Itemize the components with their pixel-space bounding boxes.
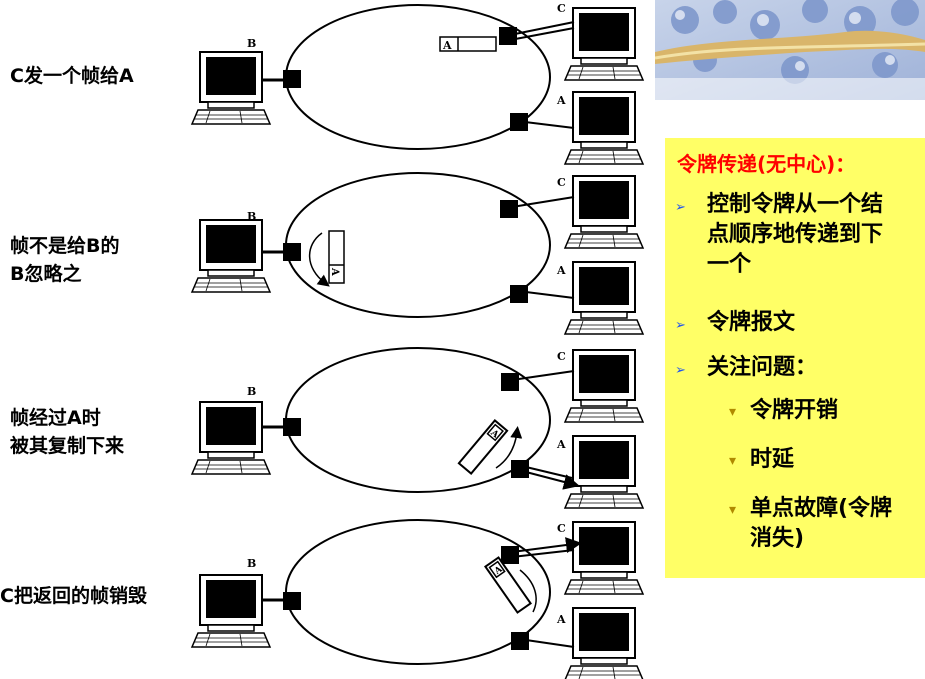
station-c: C <box>501 349 644 423</box>
station-c: C <box>500 175 644 249</box>
station-b-label: B <box>247 210 256 223</box>
bullet-item: 关注问题： <box>707 353 817 383</box>
station-a: A <box>511 607 644 679</box>
arrow-bullet-icon: ➢ <box>675 200 686 215</box>
caption-line: 帧不是给B的 <box>10 235 120 257</box>
caption-line: 帧经过A时 <box>10 407 101 429</box>
notes-panel: 令牌传递(无中心)： ➢ 控制令牌从一个结 点顺序地传递到下 一个 ➢ 令牌报文… <box>665 138 925 578</box>
station-c-label: C <box>557 176 566 189</box>
station-b: B <box>191 385 301 475</box>
station-a-label: A <box>556 438 566 451</box>
station-a-label: A <box>556 264 566 277</box>
station-a: A <box>510 261 644 335</box>
sub-line: 时延 <box>750 447 795 472</box>
bullet-line: 关注问题： <box>707 355 818 380</box>
bullet-line: 令牌报文 <box>707 310 796 335</box>
station-a: A <box>511 435 644 509</box>
frame: A <box>328 230 345 284</box>
stage-2-diagram: B C A A <box>191 172 644 335</box>
sub-item: 单点故障(令牌 消失) <box>750 494 892 554</box>
station-c: C <box>499 2 644 81</box>
frame: A <box>483 556 533 614</box>
stage-1-diagram: B C A A <box>191 2 644 165</box>
sub-line: 令牌开销 <box>750 398 839 423</box>
direction-arrow <box>495 426 523 469</box>
sub-bullet-icon: ▾ <box>729 453 737 469</box>
token-ring-diagram: B C A A B <box>191 2 644 679</box>
station-b: B <box>191 210 301 293</box>
caption-line: 被其复制下来 <box>10 435 125 457</box>
sub-item: 令牌开销 <box>750 396 838 426</box>
bullet-item: 控制令牌从一个结 点顺序地传递到下 一个 <box>707 190 883 280</box>
station-b: B <box>191 557 301 648</box>
frame-label: A <box>442 39 452 52</box>
frame: A <box>439 36 497 52</box>
station-c-label: C <box>557 522 566 535</box>
sub-line: 单点故障(令牌 <box>750 496 893 521</box>
frame: A <box>457 418 509 476</box>
direction-arrow <box>519 569 537 613</box>
arrow-bullet-icon: ➢ <box>675 363 686 378</box>
stage-3-diagram: B C A A <box>191 347 644 509</box>
caption-line: B忽略之 <box>10 263 82 285</box>
sub-item: 时延 <box>750 445 794 475</box>
station-b: B <box>191 37 301 125</box>
bullet-line: 一个 <box>707 252 752 277</box>
station-a: A <box>510 91 644 165</box>
bullet-line: 点顺序地传递到下 <box>707 222 884 247</box>
stage-2-caption: 帧不是给B的 B忽略之 <box>10 232 119 288</box>
station-b-label: B <box>247 385 256 398</box>
frame-label: A <box>329 267 340 276</box>
arrow-bullet-icon: ➢ <box>675 318 686 333</box>
station-a-label: A <box>556 613 566 626</box>
sub-bullet-icon: ▾ <box>729 404 737 420</box>
station-b-label: B <box>247 37 256 50</box>
stage-4-caption: C把返回的帧销毁 <box>0 582 147 610</box>
sub-bullet-icon: ▾ <box>729 502 737 518</box>
station-c-label: C <box>557 2 566 15</box>
decorative-flower-banner <box>655 0 925 100</box>
direction-arrow <box>308 232 330 287</box>
station-a-label: A <box>556 94 566 107</box>
bullet-item: 令牌报文 <box>707 308 795 338</box>
caption-line: C把返回的帧销毁 <box>0 585 147 607</box>
stage-3-caption: 帧经过A时 被其复制下来 <box>10 404 124 460</box>
station-c: C <box>501 521 644 595</box>
station-c-label: C <box>557 350 566 363</box>
ring <box>285 347 551 493</box>
sub-line: 消失) <box>750 526 805 551</box>
panel-title: 令牌传递(无中心)： <box>677 152 856 176</box>
stage-1-caption: C发一个帧给A <box>10 62 134 90</box>
caption-line: C发一个帧给A <box>10 65 134 87</box>
station-b-label: B <box>247 557 256 570</box>
bullet-line: 控制令牌从一个结 <box>707 192 884 217</box>
stage-4-diagram: B C A A <box>191 519 644 679</box>
